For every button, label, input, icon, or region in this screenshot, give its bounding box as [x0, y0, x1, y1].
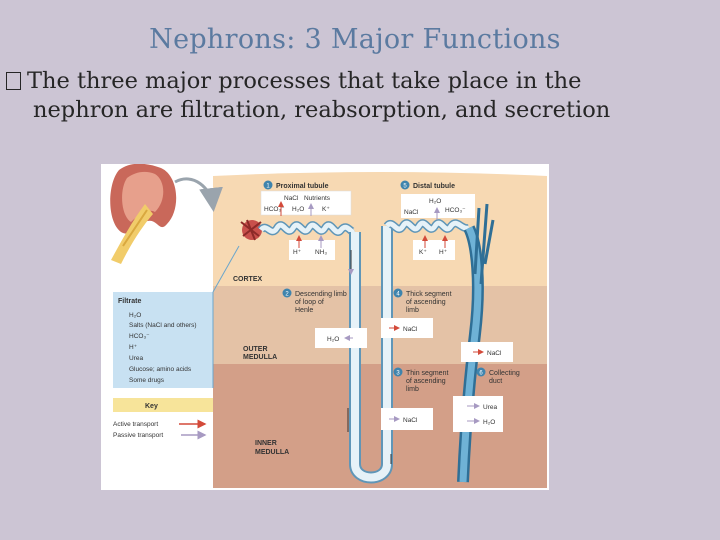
- prox-h2o-label: H₂O: [292, 206, 304, 213]
- glomerulus-icon: [240, 219, 262, 241]
- svg-text:of ascending: of ascending: [406, 299, 446, 306]
- desc-h2o-label: H₂O: [327, 336, 339, 343]
- svg-text:limb: limb: [406, 386, 419, 393]
- svg-text:4: 4: [396, 292, 400, 298]
- thick-nacl-box: [381, 318, 433, 338]
- svg-text:limb: limb: [406, 307, 419, 314]
- svg-text:5: 5: [403, 184, 407, 190]
- section-2-descending-limb: 2 Descending limb of loop of Henle: [282, 288, 347, 314]
- slide-title: Nephrons: 3 Major Functions: [149, 24, 561, 55]
- prox-nutrients-label: Nutrients: [304, 195, 331, 202]
- nephron-diagram: CORTEX OUTER MEDULLA INNER MEDULLA 1 Pro…: [101, 163, 549, 490]
- svg-text:Distal tubule: Distal tubule: [413, 183, 455, 190]
- prox-nacl-label: NaCl: [284, 195, 299, 202]
- bullet-text-line-1: The three major processes that take plac…: [6, 68, 581, 94]
- proximal-solute-box: [260, 190, 352, 216]
- svg-text:of loop of: of loop of: [295, 299, 324, 306]
- key-heading: Key: [145, 403, 158, 410]
- zone-label-outer-1: OUTER: [243, 346, 268, 353]
- dist-h-label: H⁺: [439, 249, 448, 256]
- svg-text:Descending limb: Descending limb: [295, 291, 347, 298]
- bullet-text-line-2: nephron are filtration, reabsorption, an…: [33, 97, 611, 123]
- key-box: [113, 398, 213, 412]
- section-5-distal-tubule: 5 Distal tubule: [400, 180, 455, 190]
- filtrate-box: [113, 292, 213, 388]
- thick-nacl-label: NaCl: [403, 326, 418, 333]
- section-4-thick-ascending-limb: 4 Thick segment of ascending limb: [393, 288, 452, 314]
- filtrate-item-7: Some drugs: [129, 377, 165, 384]
- svg-text:3: 3: [396, 371, 400, 377]
- filtrate-item-4: H⁺: [129, 344, 138, 351]
- zone-label-outer-2: MEDULLA: [243, 354, 277, 361]
- zoom-arrow: [174, 177, 223, 212]
- zone-label-cortex: CORTEX: [233, 276, 263, 283]
- filtrate-item-6: Glucose; amino acids: [129, 366, 192, 373]
- collecting-duct-box: [453, 396, 503, 432]
- key-passive-label: Passive transport: [113, 432, 163, 439]
- filtrate-item-5: Urea: [129, 355, 143, 362]
- outer-nacl-label: NaCl: [487, 350, 502, 357]
- section-1-proximal-tubule: 1 Proximal tubule: [263, 180, 329, 190]
- filtrate-item-3: HCO₃⁻: [129, 333, 150, 340]
- dist-k-label: K⁺: [419, 249, 427, 256]
- svg-text:Collecting: Collecting: [489, 370, 520, 377]
- prox-nh3-label: NH₃: [315, 249, 327, 256]
- prox-hco3-label: HCO₃⁻: [264, 206, 285, 213]
- filtrate-heading: Filtrate: [118, 298, 141, 305]
- svg-text:of ascending: of ascending: [406, 378, 446, 385]
- descending-h2o-box: [315, 328, 367, 348]
- kidney-illustration: [110, 163, 177, 264]
- svg-text:Thick segment: Thick segment: [406, 291, 452, 298]
- cd-urea-label: Urea: [483, 404, 497, 411]
- svg-text:Thin segment: Thin segment: [406, 370, 448, 377]
- filtrate-item-1: H₂O: [129, 312, 141, 319]
- prox-k-label: K⁺: [322, 206, 330, 213]
- section-6-collecting-duct: 6 Collecting duct: [476, 367, 520, 385]
- distal-solute-box: [401, 194, 475, 218]
- dist-h2o-label: H₂O: [429, 198, 441, 205]
- thin-nacl-box: [381, 408, 433, 430]
- svg-text:2: 2: [285, 292, 289, 298]
- zone-label-inner-1: INNER: [255, 440, 277, 447]
- bullet-icon: [6, 72, 21, 90]
- key-active-label: Active transport: [113, 421, 158, 428]
- svg-text:duct: duct: [489, 378, 502, 385]
- svg-text:Proximal tubule: Proximal tubule: [276, 183, 329, 190]
- outer-nacl-box: [461, 342, 513, 362]
- svg-text:1: 1: [266, 184, 270, 190]
- svg-text:Henle: Henle: [295, 307, 313, 314]
- bullet-text: The three major processes that take plac…: [27, 68, 582, 94]
- filtrate-item-2: Salts (NaCl and others): [129, 322, 197, 329]
- section-3-thin-ascending-limb: 3 Thin segment of ascending limb: [393, 367, 448, 393]
- cd-h2o-label: H₂O: [483, 419, 495, 426]
- prox-h-label: H⁺: [293, 249, 302, 256]
- svg-text:6: 6: [479, 371, 483, 377]
- dist-nacl-label: NaCl: [404, 209, 419, 216]
- proximal-secretion-box: [289, 240, 335, 260]
- dist-hco3-label: HCO₃⁻: [445, 207, 466, 214]
- zone-label-inner-2: MEDULLA: [255, 449, 289, 456]
- thin-nacl-label: NaCl: [403, 417, 418, 424]
